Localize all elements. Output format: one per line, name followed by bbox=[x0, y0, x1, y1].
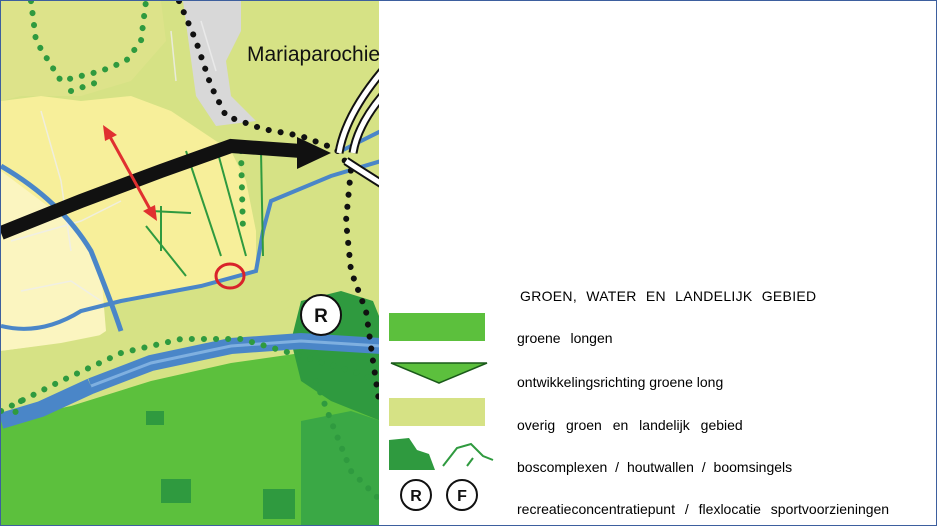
legend-label-ontwikkelingsrichting: ontwikkelingsrichting groene long bbox=[517, 374, 724, 390]
recreation-point-marker: R bbox=[300, 294, 342, 336]
light-green-rectangle-swatch bbox=[389, 398, 485, 426]
green-rectangle-swatch bbox=[389, 313, 485, 341]
symbol-f-letter: F bbox=[457, 488, 467, 505]
symbol-r-letter: R bbox=[410, 488, 422, 505]
overig-groen-area-north bbox=[1, 1, 166, 101]
road-double-line bbox=[334, 67, 379, 188]
boscomplex-area-south bbox=[301, 411, 379, 525]
main-road-arrowhead bbox=[297, 137, 331, 169]
waterway-north bbox=[340, 129, 379, 153]
main-road-arrow bbox=[1, 138, 302, 240]
forest-and-tree-line-swatch bbox=[389, 438, 494, 470]
waterway-west bbox=[1, 163, 124, 332]
tree-lines bbox=[145, 145, 264, 277]
dotted-tree-lines bbox=[1, 1, 379, 504]
groene-longen-area bbox=[1, 351, 379, 525]
canal-highlight bbox=[90, 339, 379, 388]
r-f-circle-symbols: R F bbox=[400, 479, 478, 511]
recreation-point-letter: R bbox=[314, 306, 328, 327]
legend-title: GROEN, WATER EN LANDELIJK GEBIED bbox=[520, 288, 817, 304]
canal-west bbox=[1, 378, 95, 429]
forest-patch bbox=[161, 479, 191, 503]
legend-label-overig-groen: overig groen en landelijk gebied bbox=[517, 417, 743, 433]
forest-patch bbox=[146, 411, 164, 425]
plan-map: R bbox=[1, 1, 379, 525]
green-triangle-swatch bbox=[390, 362, 488, 384]
legend-label-groene-longen: groene longen bbox=[517, 330, 613, 346]
place-name-label: Mariaparochie bbox=[247, 43, 381, 66]
street-lines bbox=[10, 20, 217, 302]
development-direction-arrow bbox=[103, 125, 157, 221]
legend-label-boscomplexen: boscomplexen / houtwallen / boomsingels bbox=[517, 459, 793, 475]
location-circle bbox=[214, 262, 246, 290]
built-area-mariaparochie bbox=[183, 1, 256, 126]
forest-patch bbox=[263, 489, 295, 519]
legend-label-recreatie: recreatieconcentratiepunt / flexlocatie … bbox=[517, 501, 890, 517]
